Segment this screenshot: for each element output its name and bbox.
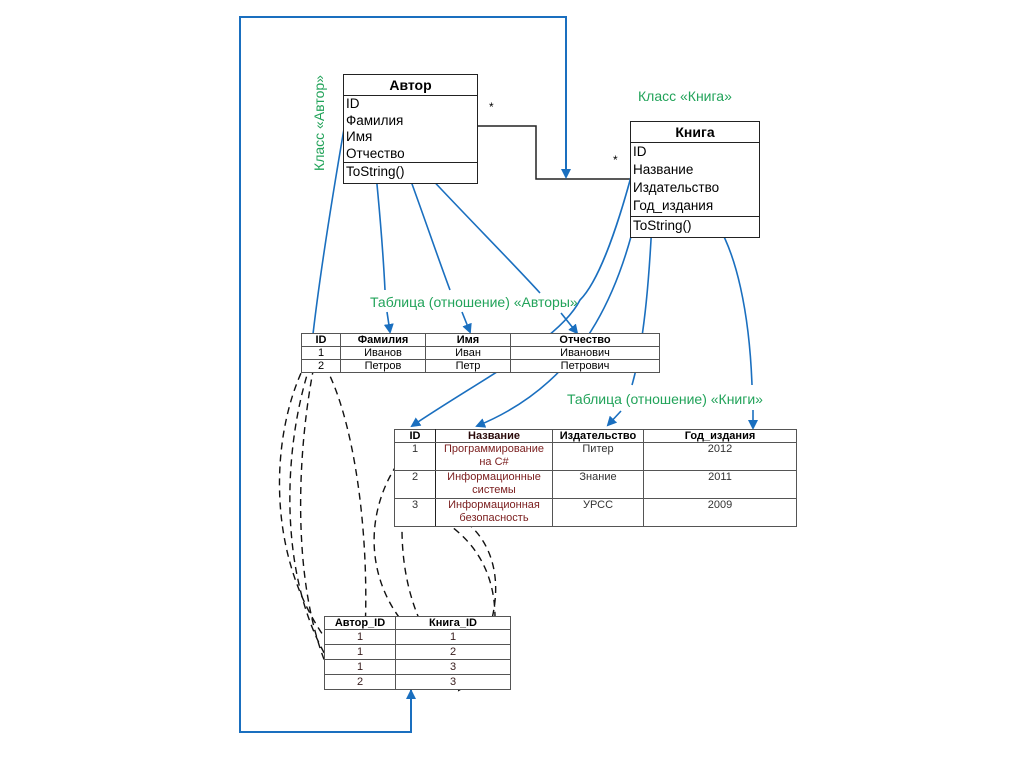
class-author: Автор ID Фамилия Имя Отчество ToString() — [343, 74, 478, 184]
table-link-header: Автор_ID Книга_ID — [324, 616, 511, 630]
column-header: ID — [301, 333, 341, 347]
table-cell: 2 — [395, 644, 511, 660]
table-cell: Петр — [425, 359, 511, 373]
table-row: 2 Информационные системы Знание 2011 — [394, 470, 797, 499]
table-cell: Информационные системы — [435, 470, 553, 499]
class-author-op-tostring: ToString() — [346, 164, 405, 179]
column-header: Год_издания — [643, 429, 797, 443]
table-cell: 1 — [301, 346, 341, 360]
table-author-book-link: Автор_ID Книга_ID 1 1 1 2 1 3 2 3 — [324, 616, 511, 690]
table-cell: Знание — [552, 470, 644, 499]
table-row: 3 Информационная безопасность УРСС 2009 — [394, 498, 797, 527]
table-cell: 1 — [324, 629, 396, 645]
column-header: Отчество — [510, 333, 660, 347]
table-books: ID Название Издательство Год_издания 1 П… — [394, 429, 797, 527]
column-header: Фамилия — [340, 333, 426, 347]
class-author-operations: ToString() — [344, 163, 477, 181]
table-books-caption: Таблица (отношение) «Книги» — [567, 391, 763, 407]
table-row: 2 Петров Петр Петрович — [301, 359, 660, 373]
table-cell: Иванович — [510, 346, 660, 360]
class-book-attr-title: Название — [633, 162, 694, 177]
class-book-attr-publisher: Издательство — [633, 180, 720, 195]
class-book-operations: ToString() — [631, 217, 759, 235]
table-row: 1 2 — [324, 644, 511, 660]
class-book-caption: Класс «Книга» — [638, 88, 732, 104]
class-author-attr-name: Имя — [346, 129, 373, 144]
table-cell: Питер — [552, 442, 644, 471]
table-cell: Иван — [425, 346, 511, 360]
table-cell: 2011 — [643, 470, 797, 499]
table-cell: 3 — [395, 674, 511, 690]
fk-author1-row1 — [278, 351, 337, 653]
table-authors-caption: Таблица (отношение) «Авторы» — [370, 294, 578, 310]
class-author-attr-patronymic: Отчество — [346, 146, 405, 161]
column-header: Автор_ID — [324, 616, 396, 630]
table-cell: Петров — [340, 359, 426, 373]
map-author-surname-arrow — [383, 311, 394, 334]
table-cell: 1 — [394, 442, 436, 471]
class-book-op-tostring: ToString() — [633, 218, 692, 233]
class-author-attr-id: ID — [346, 96, 360, 111]
column-header: Книга_ID — [395, 616, 511, 630]
table-cell: 1 — [395, 629, 511, 645]
table-cell: 1 — [324, 644, 396, 660]
table-cell: 2 — [394, 470, 436, 499]
map-book-publisher-arrow — [606, 410, 622, 427]
table-cell: 2012 — [643, 442, 797, 471]
table-row: 1 3 — [324, 659, 511, 675]
class-book-title: Книга — [631, 122, 759, 143]
class-author-caption: Класс «Автор» — [311, 75, 327, 171]
class-author-attributes: ID Фамилия Имя Отчество — [344, 96, 477, 163]
table-cell: 3 — [394, 498, 436, 527]
column-header: Имя — [425, 333, 511, 347]
class-author-attr-surname: Фамилия — [346, 113, 404, 128]
map-author-patronymic-arrow — [560, 312, 579, 335]
column-header: Название — [435, 429, 553, 443]
table-cell: Программирование на C# — [435, 442, 553, 471]
multiplicity-author: * — [489, 100, 494, 114]
class-author-title: Автор — [344, 75, 477, 96]
table-authors-header: ID Фамилия Имя Отчество — [301, 333, 660, 347]
association-line — [477, 125, 631, 180]
class-book: Книга ID Название Издательство Год_издан… — [630, 121, 760, 238]
multiplicity-book: * — [613, 153, 618, 167]
table-cell: 2009 — [643, 498, 797, 527]
table-books-header: ID Название Издательство Год_издания — [394, 429, 797, 443]
column-header: Издательство — [552, 429, 644, 443]
table-cell: 3 — [395, 659, 511, 675]
table-cell: 1 — [324, 659, 396, 675]
class-book-attr-id: ID — [633, 144, 647, 159]
table-row: 1 1 — [324, 629, 511, 645]
class-book-attr-year: Год_издания — [633, 198, 714, 213]
column-header: ID — [394, 429, 436, 443]
table-row: 1 Программирование на C# Питер 2012 — [394, 442, 797, 471]
map-author-name-arrow — [461, 311, 472, 334]
table-row: 2 3 — [324, 674, 511, 690]
map-book-id — [410, 157, 637, 428]
table-cell: Петрович — [510, 359, 660, 373]
table-cell: 2 — [301, 359, 341, 373]
table-authors: ID Фамилия Имя Отчество 1 Иванов Иван Ив… — [301, 333, 660, 373]
table-row: 1 Иванов Иван Иванович — [301, 346, 660, 360]
class-book-attributes: ID Название Издательство Год_издания — [631, 143, 759, 217]
table-cell: УРСС — [552, 498, 644, 527]
table-cell: Информационная безопасность — [435, 498, 553, 527]
table-cell: Иванов — [340, 346, 426, 360]
table-cell: 2 — [324, 674, 396, 690]
